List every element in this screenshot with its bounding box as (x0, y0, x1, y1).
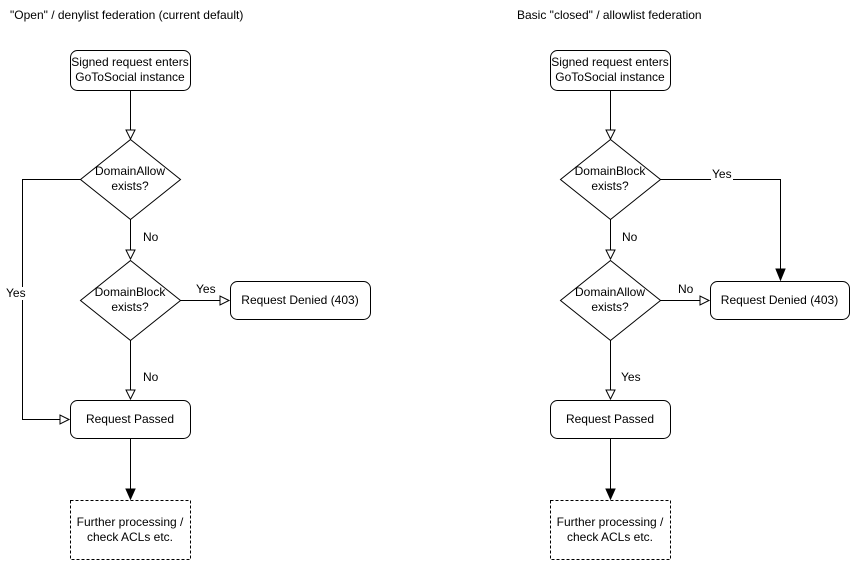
decision1-node-shape (559, 138, 662, 221)
edge-decision1-yes-to-denied (660, 179, 781, 269)
arrowhead-solid-down-icon (605, 488, 616, 501)
chart-closed-allowlist-shapes (550, 50, 850, 560)
chart-title-open-denylist: "Open" / denylist federation (current de… (10, 8, 244, 22)
arrowhead-open-down-icon (125, 389, 136, 401)
further-node-shape (550, 500, 671, 560)
edge-label-yes: Yes (620, 370, 642, 384)
edge-label-yes: Yes (195, 282, 217, 296)
arrowhead-open-right-icon (699, 295, 711, 306)
chart-open-denylist-shapes (22, 50, 371, 560)
chart-title-closed-allowlist: Basic "closed" / allowlist federation (517, 8, 702, 22)
decision2-node-shape (559, 259, 662, 342)
arrowhead-open-right-icon (219, 295, 231, 306)
arrowhead-open-down-icon (605, 389, 616, 401)
edge-label-no: No (142, 230, 160, 244)
arrowhead-open-down-icon (605, 129, 616, 141)
edge-label-no: No (142, 370, 160, 384)
start-node-shape (550, 50, 671, 91)
arrowhead-open-down-icon (125, 129, 136, 141)
start-node-shape (70, 50, 191, 91)
edge-label-no: No (621, 230, 639, 244)
denied-node-shape (230, 281, 371, 320)
decision2-node-shape (79, 259, 182, 342)
edge-decision1-yes-to-passed (22, 179, 81, 420)
arrowhead-open-down-icon (125, 249, 136, 261)
passed-node-shape (70, 400, 191, 439)
decision1-node-shape (79, 138, 182, 221)
arrowhead-open-down-icon (605, 249, 616, 261)
passed-node-shape (550, 400, 671, 439)
edge-label-yes: Yes (5, 286, 27, 300)
edge-label-yes: Yes (711, 167, 733, 181)
further-node-shape (70, 500, 191, 560)
arrowhead-open-right-icon (59, 414, 71, 425)
edge-label-no: No (677, 282, 695, 296)
arrowhead-solid-down-icon (775, 268, 786, 282)
denied-node-shape (710, 281, 850, 320)
arrowhead-solid-down-icon (125, 488, 136, 501)
